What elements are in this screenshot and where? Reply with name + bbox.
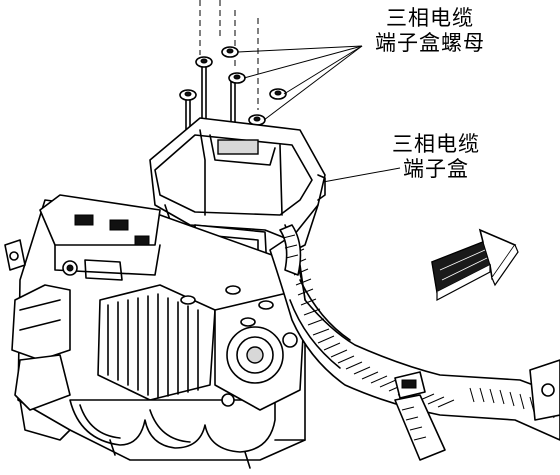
arrow-right-icon — [431, 228, 519, 301]
terminal-box-callout: 三相电缆 端子盒 — [392, 132, 480, 182]
terminal-box-nut-callout: 三相电缆 端子盒螺母 — [375, 6, 485, 56]
nut-leader-lines — [237, 45, 363, 121]
callout-line: 三相电缆 — [392, 132, 480, 156]
coolant-hose — [279, 224, 302, 276]
callout-line: 三相电缆 — [386, 6, 474, 30]
callout-line: 端子盒 — [403, 157, 469, 181]
callout-line: 端子盒螺母 — [375, 31, 485, 55]
terminal-box-nuts — [179, 46, 287, 126]
cable-harness — [269, 239, 560, 461]
box-leader-line — [322, 167, 401, 183]
inverter-housing — [4, 194, 306, 469]
